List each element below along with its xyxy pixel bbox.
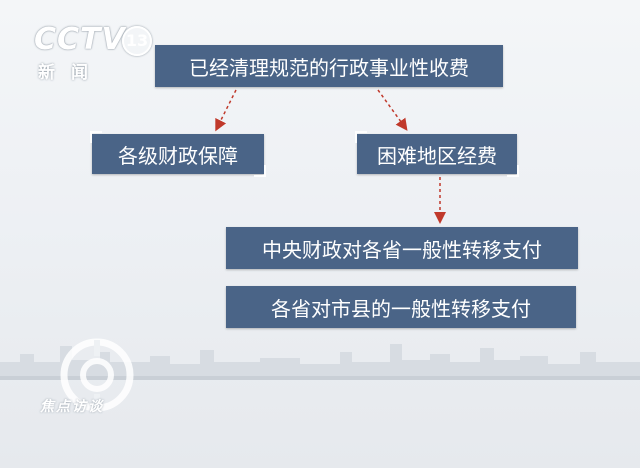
logo-channel-number: 13 (122, 26, 152, 56)
arrow-root-to-finance (215, 89, 237, 132)
logo-subtitle: 新闻 (38, 63, 104, 83)
program-name: 焦点访谈 (40, 399, 104, 415)
bracket-bottom-right (254, 165, 266, 177)
logo-brand: CCTV (34, 22, 126, 57)
province-transfer-label: 各省对市县的一般性转移支付 (271, 296, 531, 321)
finance-guarantee-box: 各级财政保障 (90, 131, 266, 177)
difficult-region-label: 困难地区经费 (377, 143, 497, 168)
bracket-bottom-right (507, 165, 519, 177)
difficult-region-box: 困难地区经费 (355, 131, 519, 177)
bracket-top-left (90, 131, 102, 143)
root-fees-label: 已经清理规范的行政事业性收费 (189, 55, 469, 80)
province-transfer-box: 各省对市县的一般性转移支付 (226, 286, 576, 328)
bracket-top-left (355, 131, 367, 143)
city-skyline (0, 344, 640, 380)
program-emblem-icon (60, 338, 134, 412)
central-transfer-box: 中央财政对各省一般性转移支付 (226, 227, 578, 269)
finance-guarantee-label: 各级财政保障 (118, 143, 238, 168)
central-transfer-label: 中央财政对各省一般性转移支付 (262, 237, 542, 262)
channel-logo: CCTV 13 新闻 (34, 22, 152, 83)
arrow-root-to-region (377, 89, 408, 131)
root-fees-box: 已经清理规范的行政事业性收费 (155, 45, 503, 87)
